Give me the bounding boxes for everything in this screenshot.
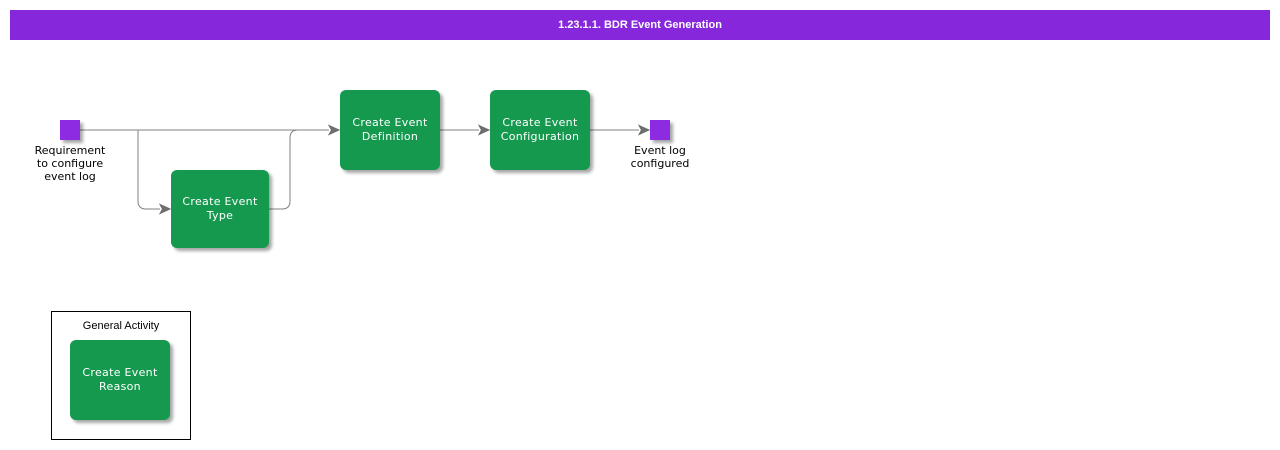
task-create-event-definition[interactable]: Create Event Definition [340, 90, 440, 170]
start-event-node[interactable] [60, 120, 80, 140]
arrowhead-into-type [158, 203, 172, 215]
task-create-event-type[interactable]: Create Event Type [171, 170, 269, 248]
task-create-event-configuration[interactable]: Create Event Configuration [490, 90, 590, 170]
arrowhead-into-configuration [477, 124, 491, 136]
start-event-label: Requirement to configure event log [34, 144, 106, 183]
task-create-event-reason[interactable]: Create Event Reason [70, 340, 170, 420]
task-create-event-definition-label: Create Event Definition [352, 116, 428, 143]
task-create-event-configuration-label: Create Event Configuration [500, 116, 580, 143]
task-create-event-type-label: Create Event Type [182, 195, 258, 222]
general-activity-label: General Activity [82, 320, 160, 332]
connector-type-to-main [269, 129, 299, 210]
task-create-event-reason-label: Create Event Reason [82, 366, 158, 393]
end-event-node[interactable] [650, 120, 670, 140]
end-event-label: Event log configured [630, 144, 690, 170]
arrowhead-into-end-event [637, 124, 651, 136]
connector-branch-to-type [137, 130, 160, 210]
arrowhead-into-definition [327, 124, 341, 136]
diagram-title-bar: 1.23.1.1. BDR Event Generation [10, 10, 1270, 40]
